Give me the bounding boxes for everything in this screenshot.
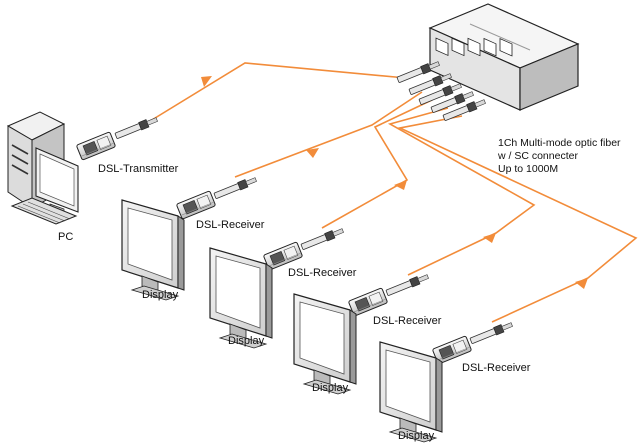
dsl-receiver-device-4 bbox=[431, 320, 514, 365]
label-receiver-2: DSL-Receiver bbox=[288, 267, 357, 279]
display-monitor-2 bbox=[209, 247, 273, 349]
dsl-transmitter-device bbox=[75, 115, 159, 161]
label-receiver-1: DSL-Receiver bbox=[196, 219, 265, 231]
dsl-receiver-device-1 bbox=[175, 175, 258, 220]
display-monitor-1 bbox=[121, 199, 185, 301]
label-display-4: Display bbox=[398, 430, 435, 442]
label-receiver-4: DSL-Receiver bbox=[462, 362, 531, 374]
arrow-5 bbox=[575, 278, 588, 289]
label-display-1: Display bbox=[142, 289, 179, 301]
label-receiver-3: DSL-Receiver bbox=[373, 315, 442, 327]
fiber-spec-line-1: 1Ch Multi-mode optic fiber bbox=[498, 137, 621, 149]
dsl-receiver-device-3 bbox=[347, 272, 430, 317]
arrow-2 bbox=[306, 148, 319, 158]
label-display-2: Display bbox=[228, 335, 265, 347]
fiber-line-receiver-3 bbox=[387, 107, 536, 276]
fiber-arrows bbox=[201, 76, 588, 289]
fiber-cables bbox=[141, 62, 638, 323]
label-pc: PC bbox=[58, 231, 73, 243]
fiber-line-receiver-2 bbox=[321, 99, 433, 229]
arrow-1 bbox=[201, 76, 212, 87]
fiber-line-receiver-4 bbox=[397, 115, 638, 323]
display-monitor-4 bbox=[379, 341, 443, 443]
arrow-3 bbox=[394, 180, 407, 190]
fiber-line-transmitter bbox=[141, 62, 407, 127]
label-display-3: Display bbox=[312, 382, 349, 394]
pc-computer bbox=[6, 111, 79, 225]
dsl-receiver-device-2 bbox=[262, 226, 345, 271]
fiber-spec-line-3: Up to 1000M bbox=[498, 163, 558, 175]
fiber-spec-line-2: w / SC connecter bbox=[497, 150, 578, 162]
arrow-4 bbox=[483, 233, 496, 243]
optical-switch bbox=[428, 3, 580, 111]
label-transmitter: DSL-Transmitter bbox=[98, 163, 179, 175]
display-monitor-3 bbox=[293, 293, 357, 395]
fiber-line-receiver-1 bbox=[234, 91, 423, 178]
